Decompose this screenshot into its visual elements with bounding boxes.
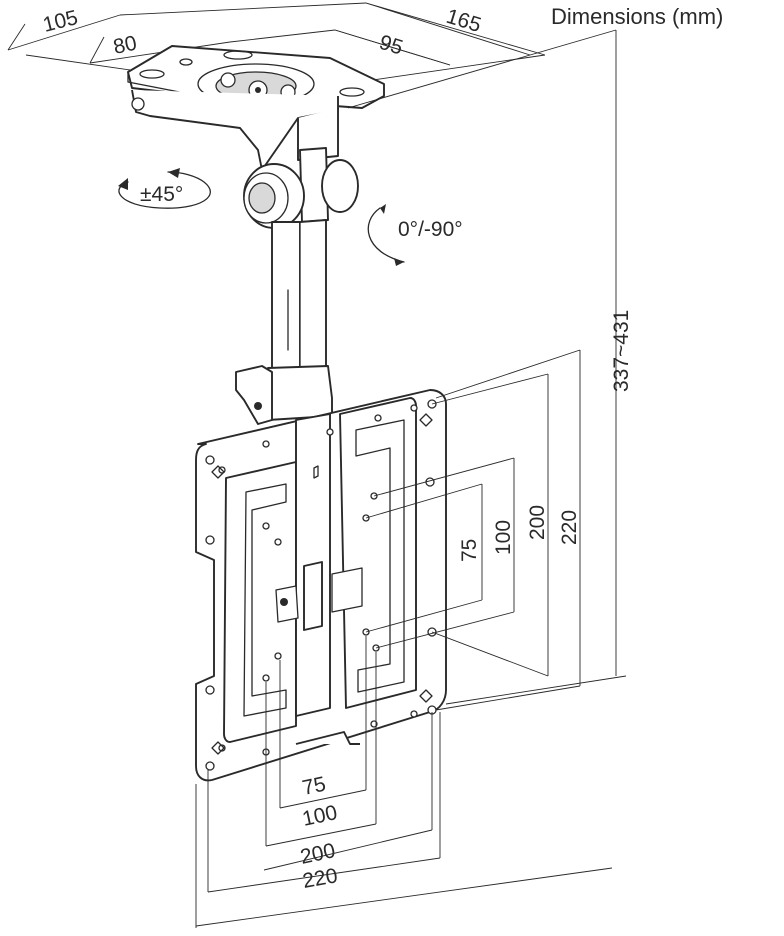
dimensions-title: Dimensions (mm) — [551, 4, 723, 29]
dim-165-label: 165 — [444, 5, 484, 37]
dim-105-label: 105 — [41, 6, 81, 37]
dim-line-165 — [365, 2, 546, 56]
vesa-h220-label: 220 — [301, 864, 340, 893]
upper-bracket — [131, 89, 359, 229]
vesa-v220-label: 220 — [558, 510, 581, 545]
vesa-h75-label: 75 — [300, 773, 328, 800]
left-arm — [223, 461, 297, 743]
vesa-vertical-dimensions: 220 200 100 75 — [365, 349, 581, 711]
vesa-v100-label: 100 — [492, 520, 515, 555]
bolt-icon — [220, 72, 236, 88]
tilt-indicator: 0°/-90° — [367, 204, 463, 266]
right-arm — [339, 397, 417, 709]
height-range-label: 337~431 — [610, 310, 633, 392]
telescopic-pole — [235, 219, 333, 425]
arrow-icon — [394, 258, 404, 266]
arrow-icon — [380, 204, 386, 214]
vesa-v200-label: 200 — [526, 505, 549, 540]
swivel-angle-label: ±45° — [140, 183, 183, 206]
dim-80-label: 80 — [111, 32, 139, 59]
dim-line-105 — [7, 14, 121, 51]
arrow-icon — [118, 178, 128, 190]
dim-95-label: 95 — [377, 31, 406, 60]
mounting-holes — [205, 399, 437, 771]
height-dimension: 337~431 — [347, 29, 633, 705]
dim-line-95 — [334, 29, 451, 66]
tilt-angle-label: 0°/-90° — [398, 218, 463, 241]
arrow-icon — [168, 168, 180, 178]
vesa-h100-label: 100 — [300, 801, 339, 831]
vesa-v75-label: 75 — [458, 539, 481, 562]
vesa-plate — [195, 389, 447, 782]
swivel-indicator: ±45° — [118, 168, 211, 209]
